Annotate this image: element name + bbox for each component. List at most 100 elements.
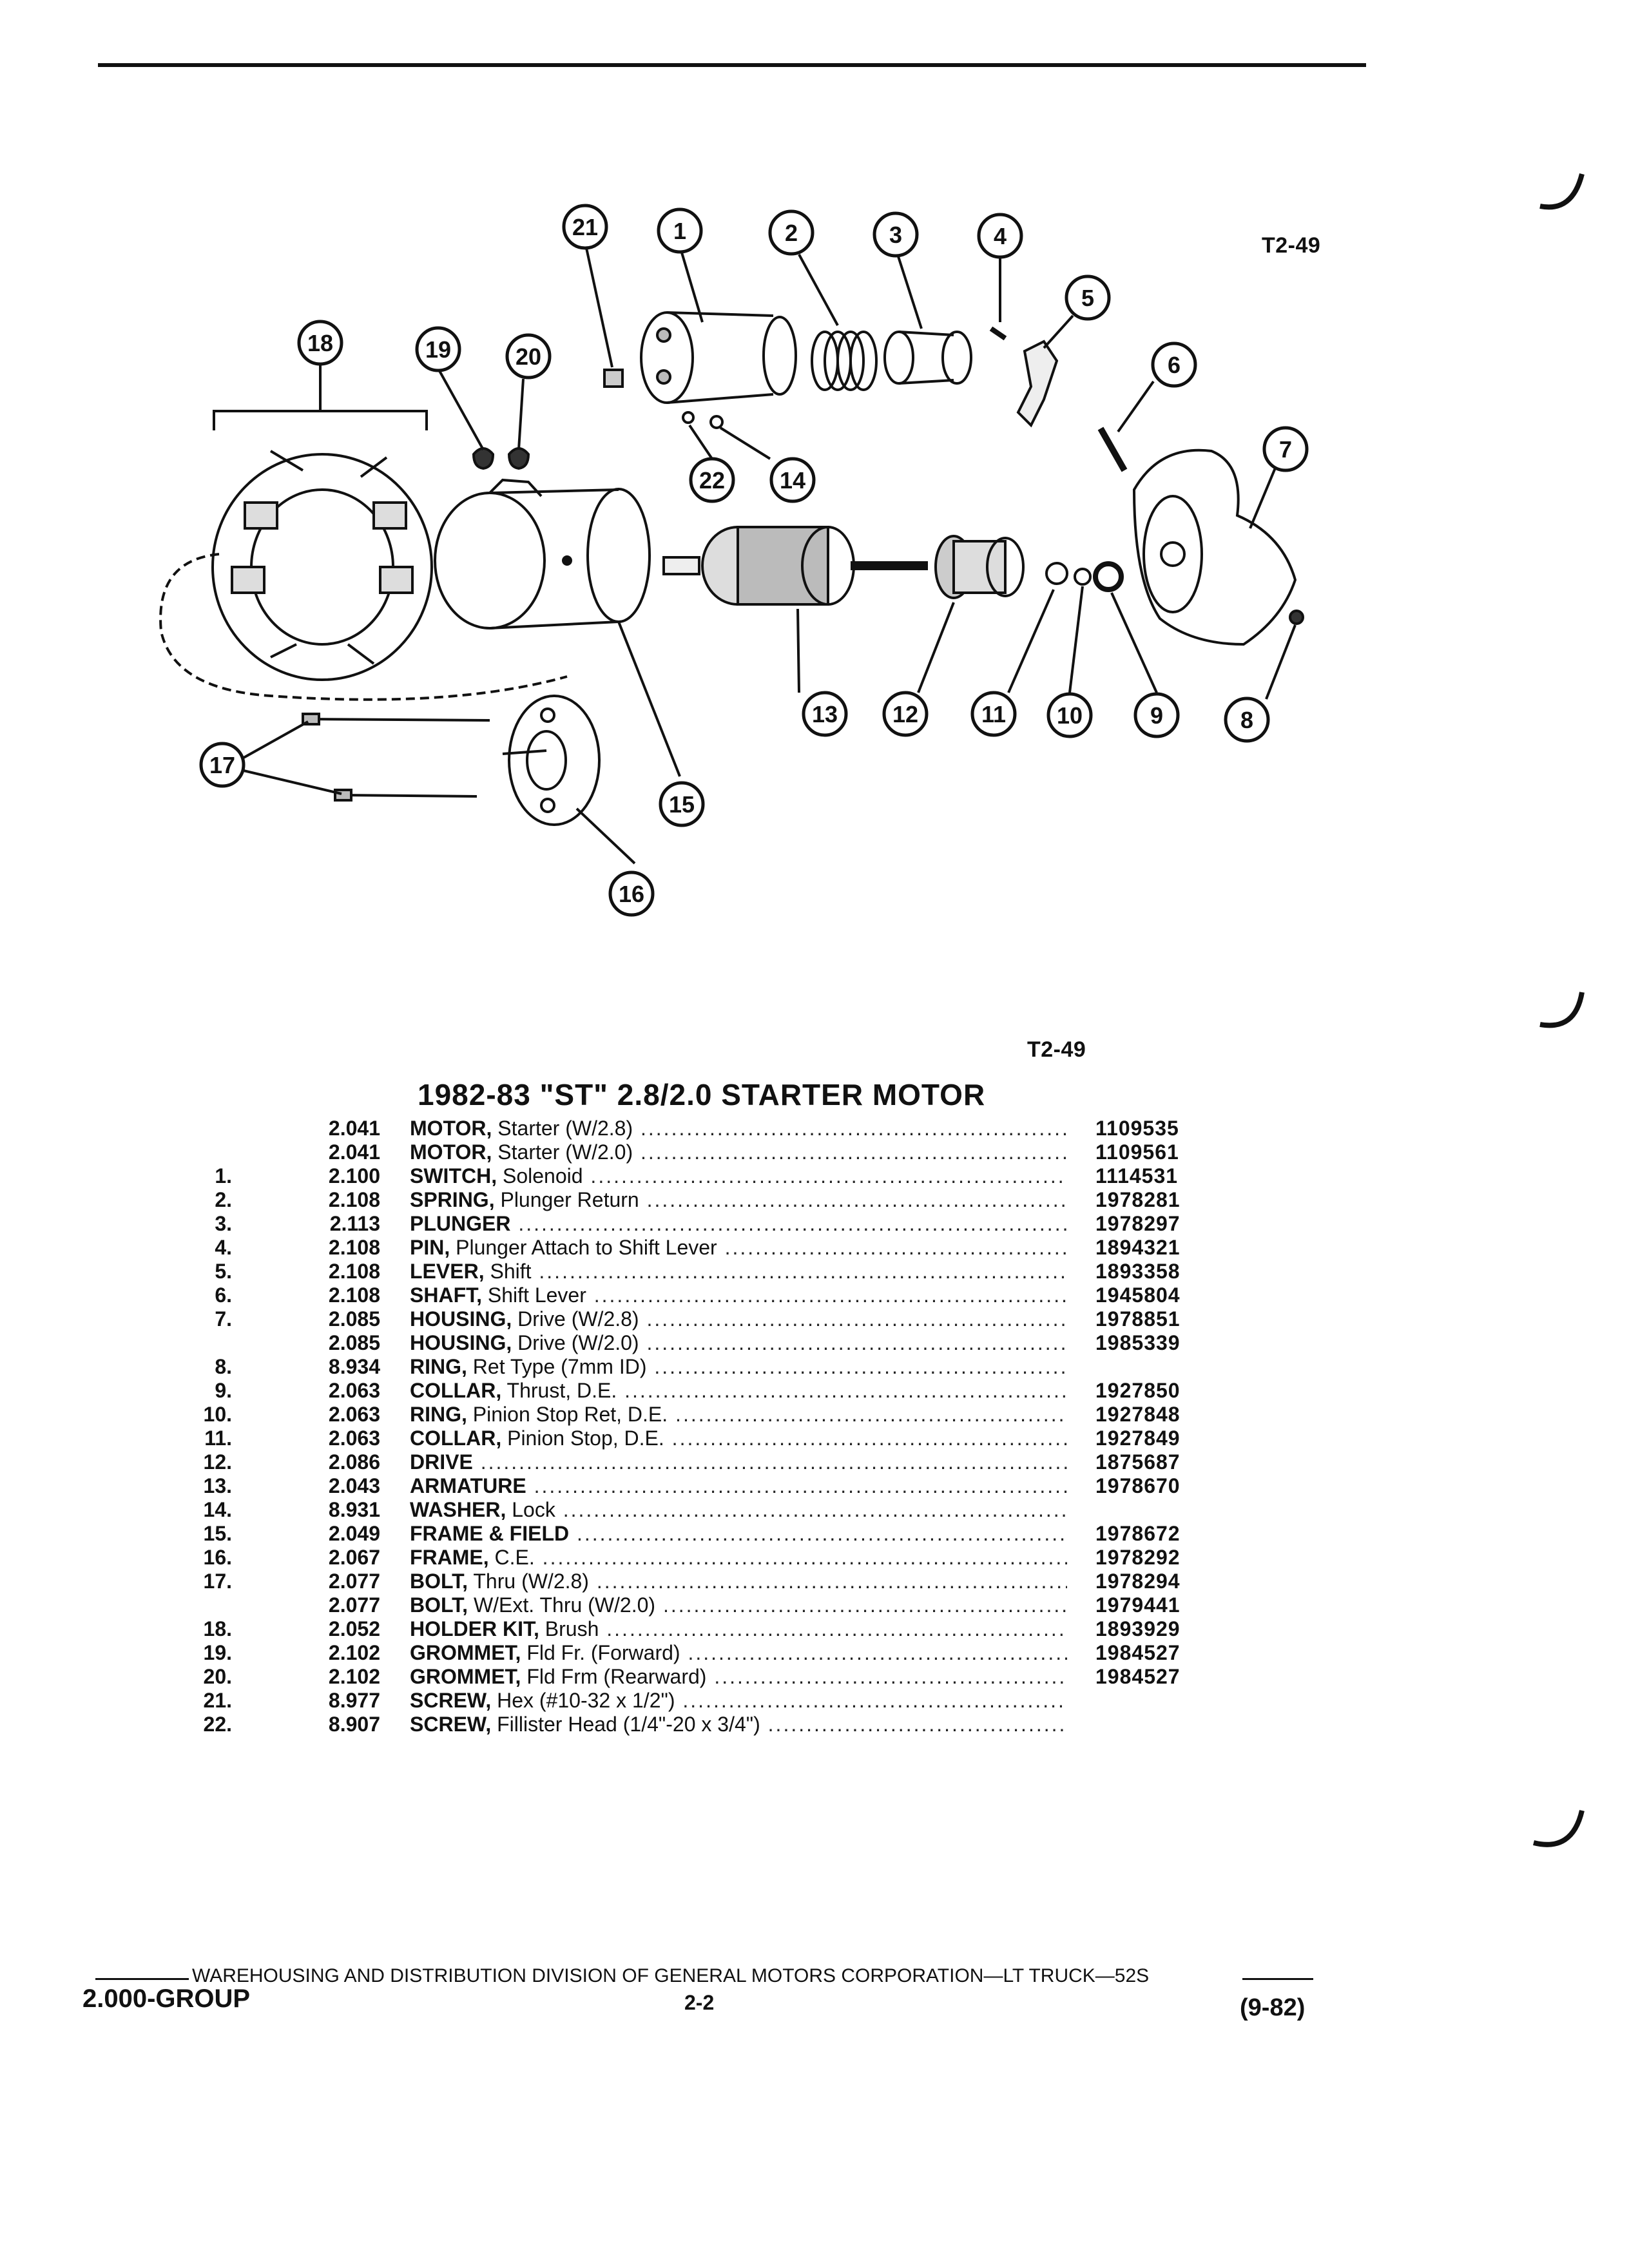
parts-name: BOLT,: [410, 1570, 468, 1593]
leader-dots: ........................................…: [596, 1570, 1067, 1593]
parts-detail: Starter (W/2.0): [492, 1140, 633, 1164]
parts-description: ARMATURE ...............................…: [410, 1474, 1067, 1498]
callout-label-1: 1: [673, 218, 686, 244]
parts-part-number: 1927848: [1095, 1403, 1181, 1426]
callout-label-18: 18: [307, 330, 333, 356]
parts-detail: Drive (W/2.0): [512, 1331, 639, 1354]
leader-dots: ........................................…: [590, 1164, 1067, 1187]
callout-label-19: 19: [425, 336, 451, 363]
frame-and-field-drawing: [434, 478, 651, 629]
parts-description: COLLAR, Thrust, D.E. ...................…: [410, 1379, 1067, 1403]
parts-row: 12. 2.086 DRIVE ..........................…: [0, 1450, 1629, 1474]
callout-label-13: 13: [812, 701, 838, 727]
parts-ref-number: 6.: [215, 1283, 232, 1307]
parts-ref-number: 1.: [215, 1164, 232, 1187]
leader-3: [896, 254, 923, 329]
parts-group-number: 2.108: [328, 1260, 380, 1283]
parts-description: SPRING, Plunger Return .................…: [410, 1188, 1067, 1212]
parts-description: GROMMET, Fld Fr. (Forward) .............…: [410, 1641, 1067, 1665]
leader-dots: ........................................…: [576, 1522, 1067, 1545]
parts-description: MOTOR, Starter (W/2.8) .................…: [410, 1117, 1067, 1140]
callout-label-6: 6: [1168, 352, 1181, 378]
footer-rule-left: [95, 1978, 189, 1980]
parts-group-number: 2.052: [328, 1617, 380, 1640]
parts-group-number: 2.108: [328, 1188, 380, 1211]
binder-mark-middle: [1539, 992, 1585, 1028]
callout-circle-2: [768, 209, 815, 256]
callout-label-17: 17: [209, 752, 235, 778]
leader-dots: ........................................…: [534, 1474, 1067, 1497]
leader-11: [1007, 589, 1055, 693]
parts-group-number: 2.041: [328, 1117, 380, 1140]
parts-description: GROMMET, Fld Frm (Rearward) ............…: [410, 1665, 1067, 1689]
grommet-19-drawing: [472, 447, 495, 470]
footer-revision-date: (9-82): [1240, 1994, 1306, 2021]
parts-part-number: 1875687: [1095, 1450, 1181, 1474]
parts-detail: Hex (#10-32 x 1/2"): [491, 1689, 675, 1712]
leader-14: [719, 427, 771, 460]
parts-description: DRIVE ..................................…: [410, 1450, 1067, 1474]
shift-lever-shaft-drawing: [1097, 427, 1128, 472]
callout-circle-20: [505, 333, 552, 380]
parts-detail: Pinion Stop Ret, D.E.: [467, 1403, 668, 1426]
parts-ref-number: 13.: [203, 1474, 232, 1497]
parts-part-number: 1114531: [1095, 1164, 1179, 1187]
screw-21-drawing: [603, 369, 624, 388]
parts-description: BOLT, W/Ext. Thru (W/2.0) ..............…: [410, 1593, 1067, 1617]
screw-22-drawing: [682, 411, 695, 424]
parts-part-number: 1985339: [1095, 1331, 1181, 1354]
parts-name: MOTOR,: [410, 1140, 492, 1164]
parts-name: GROMMET,: [410, 1641, 521, 1664]
parts-ref-number: 12.: [203, 1450, 232, 1474]
parts-ref-number: 9.: [215, 1379, 232, 1402]
leader-dots: ........................................…: [724, 1236, 1067, 1259]
parts-ref-number: 18.: [203, 1617, 232, 1640]
leader-2: [798, 254, 839, 326]
parts-name: SWITCH,: [410, 1164, 497, 1187]
parts-name: RING,: [410, 1355, 467, 1378]
leader-19: [437, 368, 485, 450]
plunger-drawing: [883, 331, 972, 385]
leader-10: [1068, 586, 1084, 693]
parts-part-number: 1894321: [1095, 1236, 1181, 1259]
parts-part-number: 1109535: [1095, 1117, 1179, 1140]
parts-group-number: 2.049: [328, 1522, 380, 1545]
leader-dots: ........................................…: [593, 1283, 1067, 1307]
armature-drawing: [662, 526, 928, 606]
drive-housing-drawing: [1132, 448, 1297, 646]
callout-circle-22: [689, 457, 735, 503]
parts-detail: Solenoid: [497, 1164, 583, 1187]
parts-description: COLLAR, Pinion Stop, D.E. ..............…: [410, 1427, 1067, 1450]
callout-circle-14: [769, 457, 816, 503]
parts-detail: Fld Fr. (Forward): [521, 1641, 680, 1664]
parts-group-number: 8.931: [328, 1498, 380, 1521]
parts-group-number: 2.086: [328, 1450, 380, 1474]
parts-ref-number: 19.: [203, 1641, 232, 1664]
parts-name: FRAME,: [410, 1546, 489, 1569]
parts-name: ARMATURE: [410, 1474, 526, 1497]
parts-detail: Fld Frm (Rearward): [521, 1665, 707, 1688]
parts-name: BOLT,: [410, 1593, 468, 1617]
parts-part-number: 1927849: [1095, 1427, 1181, 1450]
parts-detail: Drive (W/2.8): [512, 1307, 639, 1331]
parts-ref-number: 17.: [203, 1570, 232, 1593]
callout-circle-6: [1151, 341, 1197, 388]
parts-ref-number: 2.: [215, 1188, 232, 1211]
callout-circle-16: [608, 870, 655, 917]
callout-circle-9: [1133, 692, 1180, 738]
brush-holder-plate-drawing: [211, 450, 433, 681]
parts-ref-number: 16.: [203, 1546, 232, 1569]
leader-dots: ........................................…: [767, 1713, 1067, 1736]
callout-label-3: 3: [889, 222, 902, 248]
leader-dots: ........................................…: [671, 1427, 1067, 1450]
callout-label-8: 8: [1240, 707, 1253, 733]
figure-ref-bottom: T2-49: [1027, 1037, 1086, 1062]
